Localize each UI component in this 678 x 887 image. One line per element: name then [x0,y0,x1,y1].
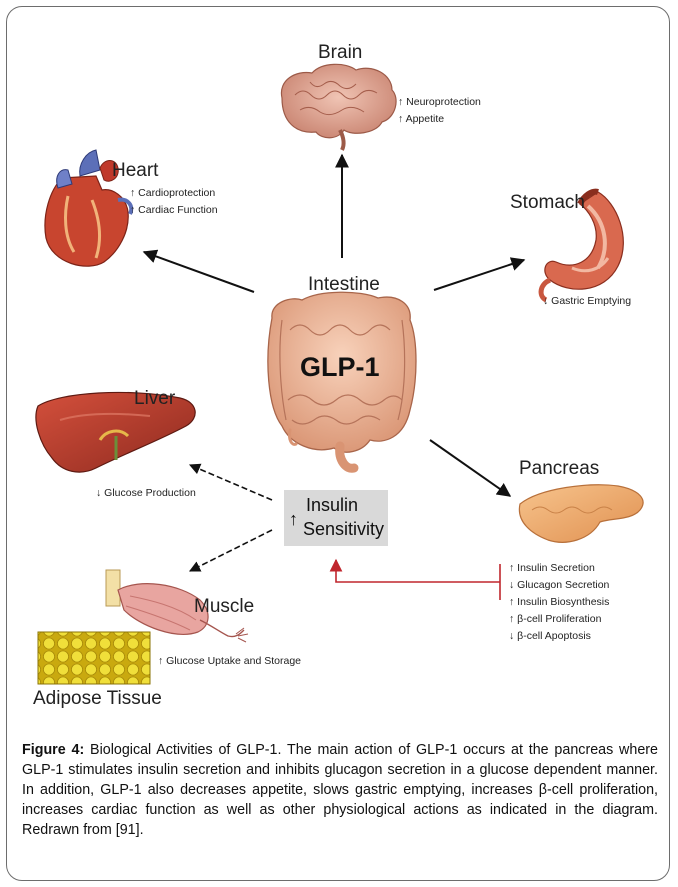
adipose-title: Adipose Tissue [33,688,162,709]
pancreas-effect-4: ↓ β-cell Apoptosis [509,630,591,642]
liver-title: Liver [134,388,176,409]
pancreas-effect-0: ↑ Insulin Secretion [509,562,595,574]
caption-label: Figure 4: [22,742,84,758]
glp1-diagram: Brain ↑ Neuroprotection ↑ Appetite Heart… [0,0,678,730]
stomach-title: Stomach [510,192,585,213]
brain-effect-0: ↑ Neuroprotection [398,96,481,108]
pancreas-effect-2: ↑ Insulin Biosynthesis [509,596,609,608]
caption-text: Biological Activities of GLP-1. The main… [22,742,658,838]
pancreas-title: Pancreas [519,458,599,479]
heart-effect-0: ↑ Cardioprotection [130,187,215,199]
pancreas-illustration [519,485,643,542]
pancreas-effect-1: ↓ Glucagon Secretion [509,579,610,591]
arrow-insulin-to-liver [190,465,272,500]
muscle-title: Muscle [194,596,254,617]
brain-illustration [281,64,396,150]
arrow-intestine-to-heart [144,252,254,292]
pancreas-effect-3: ↑ β-cell Proliferation [509,613,602,625]
insulin-up-arrow: ↑ [289,509,298,529]
arrow-intestine-to-stomach [434,260,524,290]
arrow-intestine-to-pancreas [430,440,510,496]
glp1-label: GLP-1 [300,352,380,382]
sensitivity-label: Sensitivity [303,519,384,539]
insulin-label: Insulin [306,495,358,515]
muscle-effect-0: ↑ Glucose Uptake and Storage [158,655,301,667]
heart-title: Heart [112,160,159,181]
heart-effect-1: ↑ Cardiac Function [130,204,218,216]
brain-title: Brain [318,42,362,63]
arrow-pancreas-to-insulin-sensitivity [336,560,500,582]
stomach-effect-0: ↓ Gastric Emptying [543,295,631,307]
figure-caption: Figure 4: Biological Activities of GLP-1… [22,740,658,840]
brain-effect-1: ↑ Appetite [398,113,444,125]
liver-effect-0: ↓ Glucose Production [96,487,196,499]
adipose-tissue-illustration [38,632,150,684]
arrow-insulin-to-muscle [190,530,272,571]
